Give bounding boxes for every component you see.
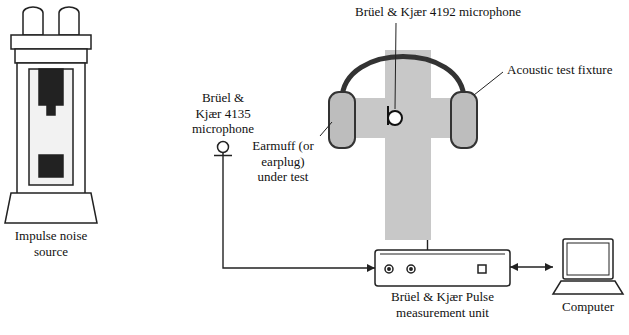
signal-wire — [427, 240, 428, 250]
node-label: Impulse noise source — [3, 228, 99, 259]
microphone-symbol — [214, 142, 232, 156]
node-label: Brüel & Kjær 4135 microphone — [190, 90, 256, 137]
leader-lines — [320, 23, 503, 136]
callout-label: Earmuff (or earplug) under test — [246, 138, 320, 185]
node-label: Brüel & Kjær Pulse measurement unit — [378, 289, 508, 320]
computer: Computer — [553, 238, 623, 296]
label-holder: Brüel & Kjær 4192 microphone — [355, 4, 521, 20]
label-holder: Earmuff (or earplug) under test — [246, 138, 320, 185]
label-holder: Computer — [562, 299, 614, 315]
label-holder: Brüel & Kjær 4135 microphone — [190, 90, 256, 137]
callout-label: Brüel & Kjær 4192 microphone — [355, 4, 521, 20]
impulse-noise-source: Impulse noise source — [5, 5, 97, 225]
signal-wire — [510, 266, 553, 267]
press-machine — [5, 7, 97, 223]
node-label: Computer — [562, 299, 614, 315]
acoustic-test-fixture: Acoustic test fixture — [325, 40, 480, 240]
head-fixture — [329, 50, 477, 240]
label-holder: Acoustic test fixture — [507, 62, 612, 78]
node-label: Acoustic test fixture — [507, 62, 612, 78]
measurement-unit: Brüel & Kjær Pulse measurement unit — [375, 250, 510, 286]
reference-microphone: Brüel & Kjær 4135 microphone — [212, 140, 234, 156]
measurement-device — [375, 250, 510, 286]
laptop-symbol — [553, 239, 623, 294]
label-holder: Impulse noise source — [3, 228, 99, 259]
label-holder: Brüel & Kjær Pulse measurement unit — [378, 289, 508, 320]
